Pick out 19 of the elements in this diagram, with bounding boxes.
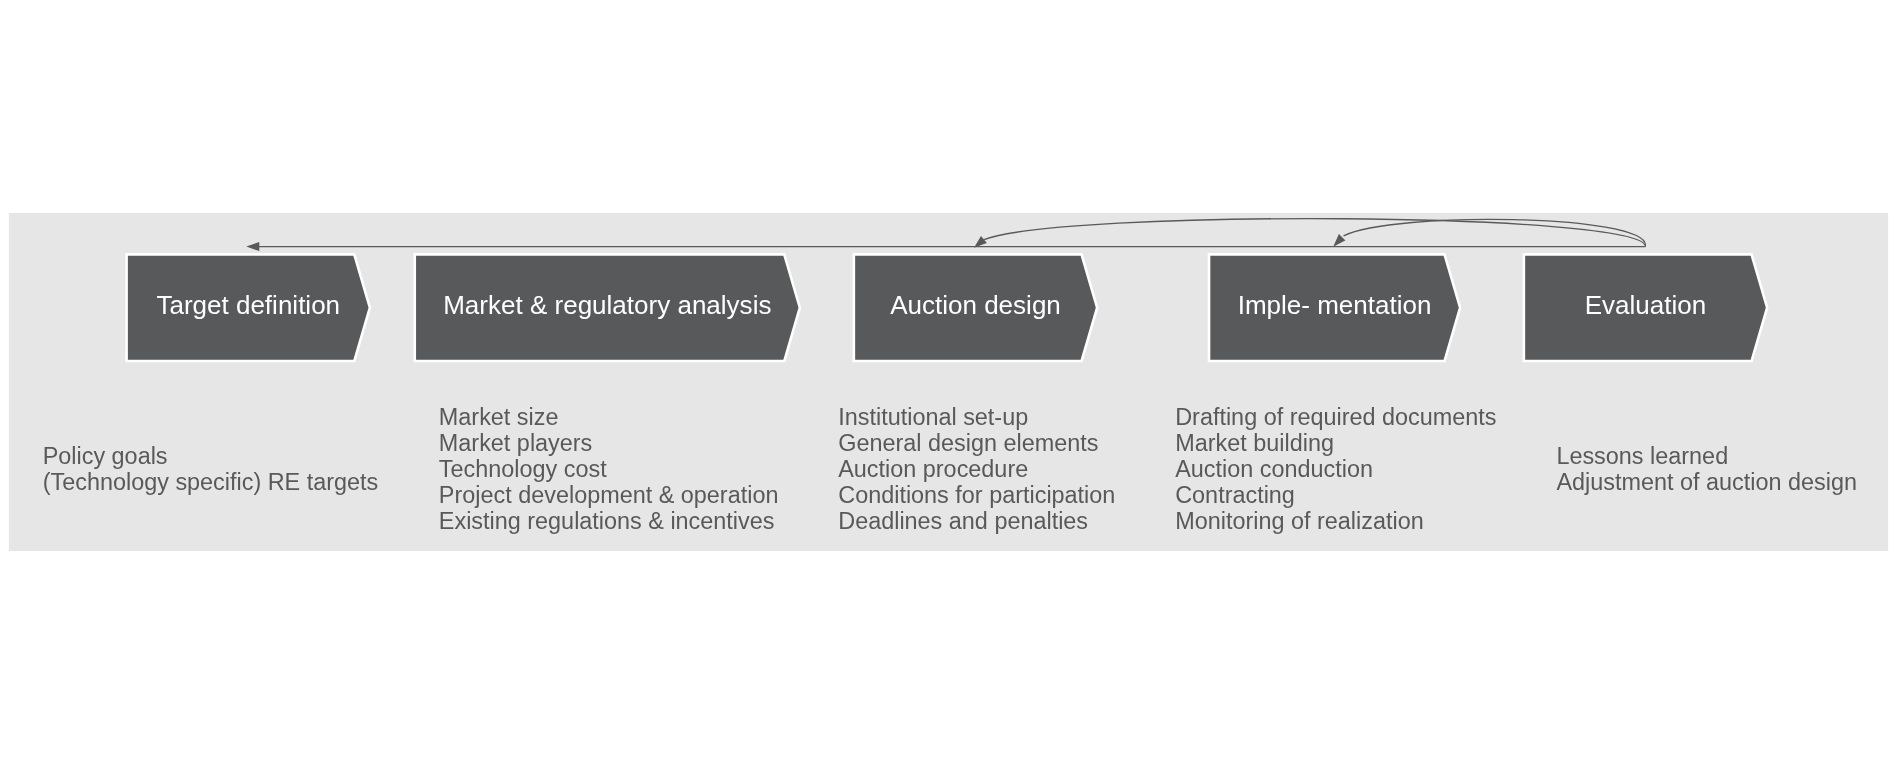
node-label: Drafting of required documents [1175, 404, 1497, 431]
node-label: Adjustment of auction design [1556, 469, 1857, 496]
node-label: Institutional set-up [838, 404, 1029, 431]
node-label: Monitoring of realization [1175, 508, 1424, 535]
node-label: Conditions for participation [838, 482, 1116, 509]
node-label: (Technology specific) RE targets [42, 469, 379, 496]
node-label: Deadlines and penalties [838, 508, 1089, 535]
node-label: Market size [438, 404, 559, 431]
node-label: Contracting [1175, 482, 1295, 509]
node-label: Project development & operation [438, 482, 779, 509]
node-label: Policy goals [42, 443, 168, 470]
node-label: Lessons learned [1556, 443, 1729, 470]
node-label: Auction procedure [838, 456, 1029, 483]
node-label: Technology cost [438, 456, 607, 483]
node-label: Market players [438, 430, 593, 457]
node-label: General design elements [838, 430, 1099, 457]
node-label: Market building [1175, 430, 1334, 457]
node-label: Auction conduction [1175, 456, 1373, 483]
node-label: Existing regulations & incentives [438, 508, 775, 535]
